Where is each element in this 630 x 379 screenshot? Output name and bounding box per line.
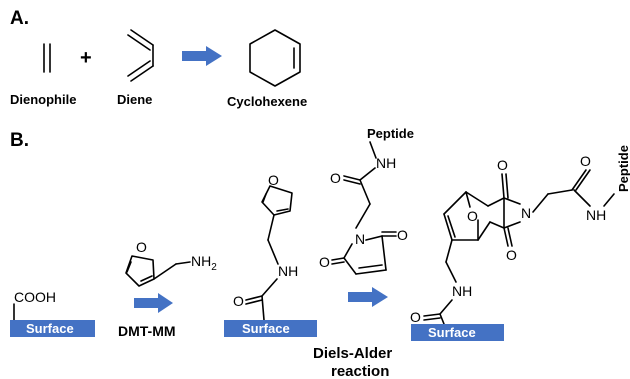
diene-structure [127,29,154,82]
maleimide-oxygen-1: O [397,227,408,243]
cyclohexene-structure [249,29,301,87]
nh-label-4: NH [586,207,606,223]
adduct-structure: O N O O O NH Peptide NH O Surface [410,145,630,341]
reaction-label-line1: Diels-Alder [313,345,392,362]
surface-3-label: Surface [428,325,476,340]
nh2-label: NH2 [191,253,217,273]
nh-label-3: NH [376,155,396,171]
arrow-b2 [348,287,388,307]
furfurylamine-structure: O NH2 [125,239,217,287]
reaction-label-line2: reaction [331,363,389,379]
cooh-label: COOH [14,289,56,305]
surface-1-label: Surface [26,321,74,336]
arrow-b1 [134,293,173,313]
surface-2: O NH O Surface [224,172,317,337]
peptide-label-2: Peptide [616,145,630,192]
bridge-oxygen: O [467,208,478,224]
arrow-a [182,46,222,66]
adduct-oxygen-bottom: O [506,247,517,263]
nh-label-2: NH [278,263,298,279]
amide-oxygen-3: O [330,170,341,186]
plus-sign: + [80,47,92,69]
furan2-oxygen: O [268,172,279,188]
nh-label-5: NH [452,283,472,299]
adduct-amide-oxygen: O [580,153,591,169]
panel-b-label: B. [10,130,29,151]
reagent-label: DMT-MM [118,323,176,339]
cyclohexene-label: Cyclohexene [227,94,307,109]
adduct-carbonyl-oxygen: O [410,309,421,325]
maleimide-oxygen-2: O [319,254,330,270]
maleimide-nitrogen: N [355,231,365,247]
adduct-nitrogen: N [521,205,531,221]
adduct-oxygen-top: O [497,157,508,173]
carbonyl-oxygen-2: O [233,293,244,309]
surface-1: COOH Surface [10,289,95,337]
diene-label: Diene [117,92,152,107]
panel-a-label: A. [10,8,29,29]
surface-2-label: Surface [242,321,290,336]
furan-oxygen: O [136,239,147,255]
maleimide-peptide-structure: Peptide NH O N O O [319,126,414,275]
dienophile-structure [43,43,51,73]
dienophile-label: Dienophile [10,92,76,107]
peptide-label-1: Peptide [367,126,414,141]
